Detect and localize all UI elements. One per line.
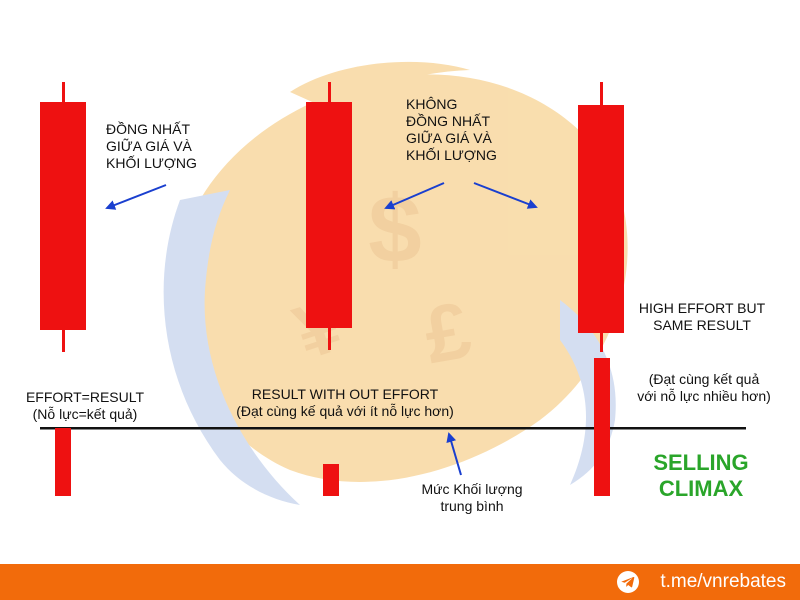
label-line: KHỐI LƯỢNG	[106, 155, 197, 171]
label-line: ĐỒNG NHẤT	[406, 113, 490, 129]
candle-2-body	[306, 102, 352, 328]
footer-link[interactable]: t.me/vnrebates	[660, 571, 786, 592]
watermark-swirl-blue-left	[163, 190, 300, 505]
volume-bar-2	[323, 464, 339, 496]
candle-2	[306, 82, 352, 350]
label-same-result-more-effort: (Đạt cùng kết quả với nỗ lực nhiều hơn)	[614, 371, 794, 405]
candle-3-body	[578, 105, 624, 333]
candle-3	[578, 82, 624, 352]
label-line: KHỐI LƯỢNG	[406, 147, 497, 163]
footer-bar: t.me/vnrebates	[0, 564, 800, 600]
candle-1	[40, 82, 86, 352]
label-line: GIỮA GIÁ VÀ	[106, 138, 192, 154]
label-line: Mức Khối lượng	[421, 481, 523, 497]
arrow-to-candle-2	[384, 182, 445, 210]
volume-bar-1	[55, 428, 71, 496]
candle-1-body	[40, 102, 86, 330]
arrow-to-candle-1	[105, 184, 167, 210]
label-line: (Nỗ lực=kết quả)	[32, 406, 138, 422]
watermark: $ ¥ £	[163, 61, 628, 505]
arrow-to-average-line	[446, 432, 462, 476]
dollar-icon: $	[368, 176, 421, 283]
label-average-volume: Mức Khối lượng trung bình	[402, 481, 542, 515]
label-line: (Đạt cùng kết quả	[648, 371, 760, 387]
label-line: (Đạt cùng kế quả với ít nỗ lực hơn)	[236, 403, 454, 419]
label-selling-climax: SELLING CLIMAX	[636, 450, 766, 502]
watermark-swirl-orange-top	[290, 61, 470, 110]
label-line: RESULT WITH OUT EFFORT	[251, 386, 439, 402]
arrow-to-candle-3	[473, 182, 538, 209]
label-line: GIỮA GIÁ VÀ	[406, 130, 492, 146]
label-line: EFFORT=RESULT	[25, 389, 145, 405]
label-line: KHÔNG	[406, 96, 458, 112]
label-high-effort: HIGH EFFORT BUT SAME RESULT	[632, 300, 772, 334]
label-non-uniform-price-volume: KHÔNG ĐỒNG NHẤT GIỮA GIÁ VÀ KHỐI LƯỢNG	[406, 96, 497, 164]
telegram-icon[interactable]	[616, 570, 640, 594]
label-line: CLIMAX	[658, 476, 744, 501]
label-line: SAME RESULT	[653, 317, 751, 333]
label-line: với nỗ lực nhiều hơn)	[637, 388, 771, 404]
label-line: HIGH EFFORT BUT	[638, 300, 766, 316]
volume-bar-3	[594, 358, 610, 496]
label-result-without-effort: RESULT WITH OUT EFFORT (Đạt cùng kế quả …	[200, 386, 490, 420]
label-line: SELLING	[653, 450, 749, 475]
label-uniform-price-volume: ĐỒNG NHẤT GIỮA GIÁ VÀ KHỐI LƯỢNG	[106, 121, 197, 172]
average-volume-line	[40, 427, 746, 430]
watermark-swirl-orange	[174, 74, 628, 482]
label-line: ĐỒNG NHẤT	[106, 121, 190, 137]
label-line: trung bình	[440, 498, 504, 514]
label-effort-result: EFFORT=RESULT (Nỗ lực=kết quả)	[10, 389, 160, 423]
